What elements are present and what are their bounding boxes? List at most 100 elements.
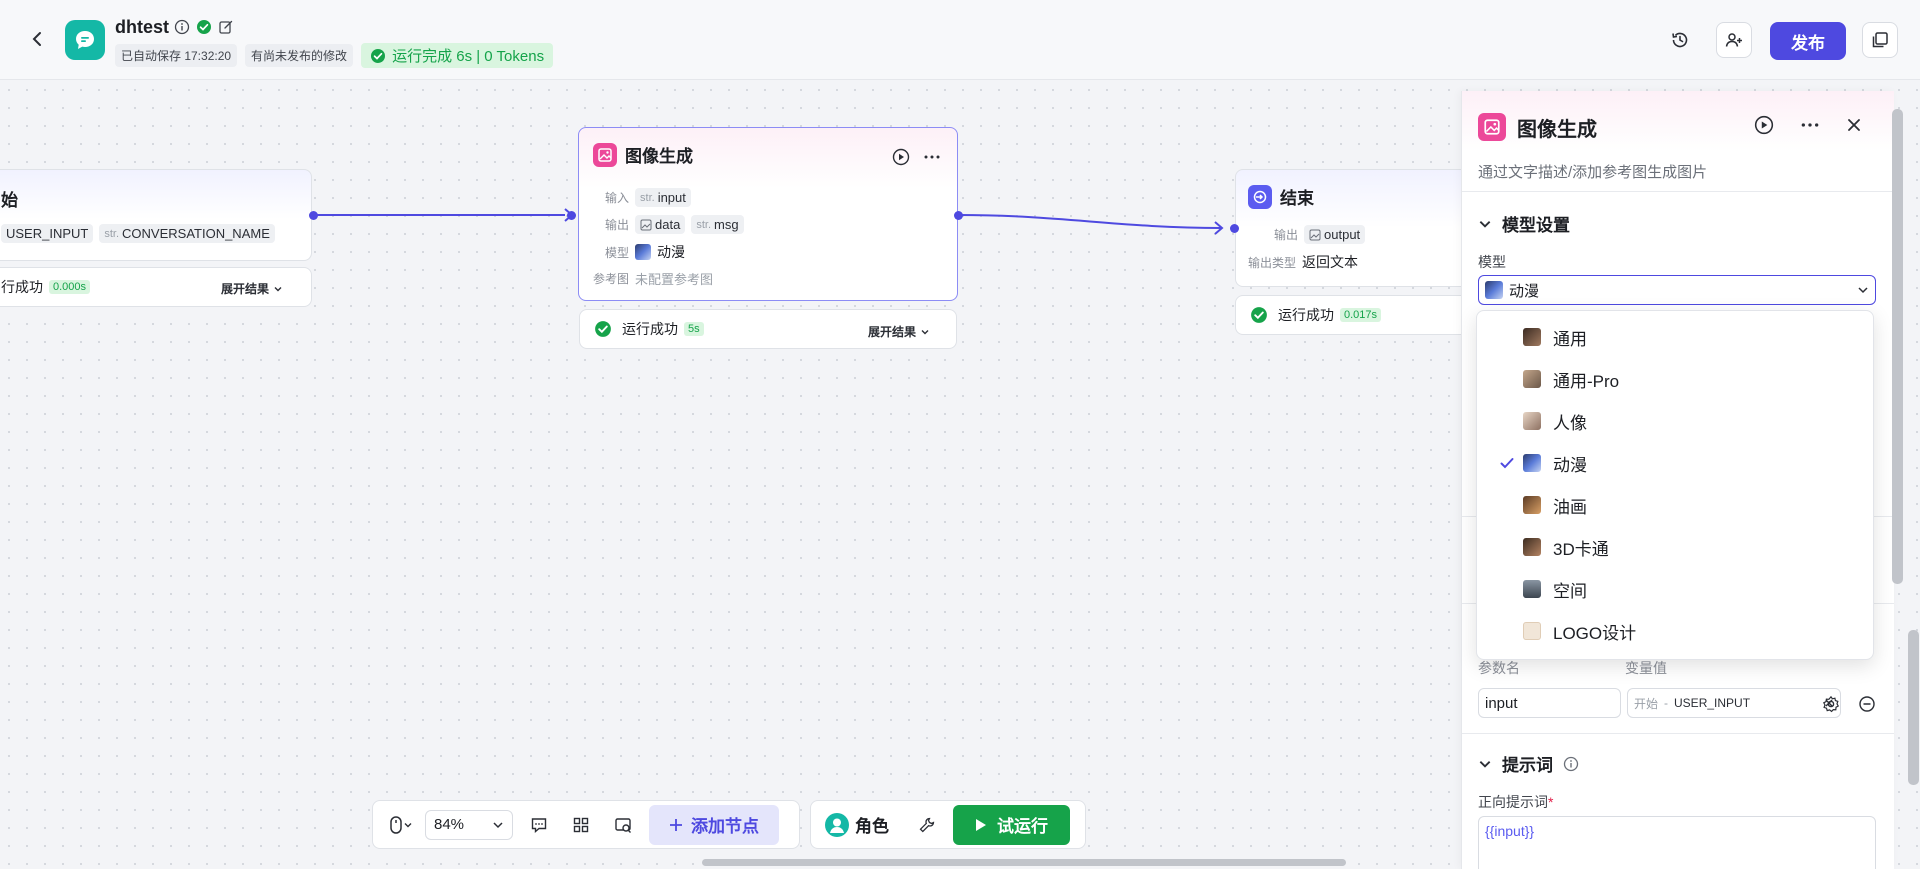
image-gen-duration-badge: 5s [684, 322, 704, 336]
trial-run-button[interactable]: 试运行 [953, 804, 1070, 845]
edit-icon[interactable] [218, 19, 234, 35]
add-node-button[interactable]: 添加节点 [649, 804, 779, 845]
option-label: 通用 [1553, 329, 1587, 349]
model-dropdown: 通用 通用-Pro 人像 动漫 油画 3D卡通 空间 LOGO设计 [1476, 310, 1874, 660]
horizontal-scrollbar[interactable] [702, 859, 1346, 866]
param-separator: - [1664, 696, 1669, 710]
start-expand-result[interactable]: 展开结果 [221, 280, 283, 297]
comment-button[interactable] [523, 809, 555, 841]
model-option-general[interactable]: 通用 [1477, 319, 1875, 355]
more-icon[interactable] [923, 148, 941, 166]
positive-prompt-editor[interactable]: {{input}} [1478, 816, 1876, 869]
chip-prefix: str. [640, 191, 655, 204]
divider [1462, 191, 1894, 192]
option-thumbnail [1523, 370, 1541, 388]
model-selected-value: 动漫 [1509, 282, 1540, 300]
image-gen-expand-result[interactable]: 展开结果 [868, 323, 930, 340]
user-input-chip-text: USER_INPUT [6, 226, 89, 241]
msg-chip: str.msg [691, 215, 744, 234]
success-check-icon [595, 321, 611, 337]
app-logo [65, 20, 105, 60]
model-option-anime[interactable]: 动漫 [1477, 445, 1875, 481]
panel-description: 通过文字描述/添加参考图生成图片 [1478, 164, 1708, 181]
history-button[interactable] [1662, 22, 1698, 58]
option-label: 油画 [1553, 497, 1587, 517]
positive-prompt-value: {{input}} [1485, 823, 1535, 839]
param-name-header: 参数名 [1478, 660, 1520, 676]
end-status-bar: 运行成功 0.017s [1235, 295, 1475, 335]
model-option-oil-painting[interactable]: 油画 [1477, 487, 1875, 523]
model-option-space[interactable]: 空间 [1477, 571, 1875, 607]
image-type-icon [640, 219, 652, 230]
title-icons [174, 19, 234, 35]
image-gen-input-port[interactable] [567, 211, 576, 220]
data-chip: data [635, 215, 686, 234]
gear-icon[interactable] [1822, 695, 1840, 713]
output-label: 输出 [1274, 228, 1299, 242]
model-option-general-pro[interactable]: 通用-Pro [1477, 361, 1875, 397]
page-vertical-scrollbar[interactable] [1908, 630, 1919, 785]
exit-icon [1248, 184, 1272, 209]
chip-prefix: str. [696, 218, 711, 231]
expand-label: 展开结果 [868, 325, 917, 339]
input-chip-text: input [657, 190, 686, 205]
run-node-icon[interactable] [892, 148, 910, 166]
info-icon[interactable] [1563, 756, 1579, 772]
close-icon[interactable] [1846, 117, 1862, 133]
collaborators-button[interactable] [1716, 22, 1752, 58]
prompt-section-header[interactable]: 提示词 [1478, 751, 1579, 776]
model-option-3d-cartoon[interactable]: 3D卡通 [1477, 529, 1875, 565]
end-status-text: 运行成功 [1278, 307, 1334, 323]
start-output-port[interactable] [309, 211, 318, 220]
image-gen-status-bar: 运行成功 5s 展开结果 [579, 309, 957, 349]
debug-tools-button[interactable] [911, 809, 943, 841]
chevron-down-icon [1858, 287, 1868, 294]
model-select[interactable]: 动漫 [1478, 275, 1876, 305]
wrench-icon [919, 817, 935, 832]
image-gen-node-header: 图像生成 [593, 142, 693, 167]
unpublished-tag: 有尚未发布的修改 [245, 44, 354, 67]
param-value-select[interactable]: 开始 - USER_INPUT [1627, 688, 1841, 718]
role-button[interactable]: 角色 [825, 812, 889, 837]
layout-button[interactable] [565, 809, 597, 841]
end-input-port[interactable] [1230, 224, 1239, 233]
autosave-tag: 已自动保存 17:32:20 [115, 44, 238, 67]
start-node[interactable]: 始 USER_INPUT str.CONVERSATION_NAME [0, 169, 312, 261]
publish-button[interactable]: 发布 [1770, 22, 1846, 60]
end-output-row: 输出 output [1274, 225, 1366, 244]
remove-icon[interactable] [1858, 695, 1876, 713]
model-label: 模型 [605, 245, 630, 260]
option-thumbnail [1523, 454, 1541, 472]
back-button[interactable] [26, 27, 50, 51]
app-name: dhtest [115, 17, 169, 37]
end-node-title: 结束 [1280, 189, 1314, 208]
option-thumbnail [1523, 622, 1541, 640]
copy-button[interactable] [1862, 22, 1898, 58]
run-node-icon[interactable] [1754, 115, 1774, 135]
pointer-mode-button[interactable] [381, 809, 421, 841]
zoom-select[interactable]: 84% [425, 809, 513, 840]
image-gen-input-row: 输入 str.input [605, 188, 691, 207]
image-gen-output-port[interactable] [954, 211, 963, 220]
conversation-name-chip: str.CONVERSATION_NAME [99, 224, 275, 243]
end-node[interactable]: 结束 输出 output 输出类型 返回文本 [1235, 169, 1475, 287]
param-name-input[interactable]: input [1478, 688, 1621, 718]
trial-run-label: 试运行 [997, 817, 1048, 836]
run-status-text: 运行完成 6s | 0 Tokens [392, 48, 545, 65]
image-icon [593, 142, 617, 167]
model-option-logo-design[interactable]: LOGO设计 [1477, 613, 1875, 649]
chip-prefix: str. [104, 227, 120, 240]
panel-header: 图像生成 [1462, 91, 1894, 151]
panel-vertical-scrollbar[interactable] [1892, 109, 1903, 584]
more-icon[interactable] [1800, 115, 1820, 135]
model-section-header[interactable]: 模型设置 [1478, 211, 1570, 236]
user-input-chip: USER_INPUT [1, 224, 94, 243]
output-type-label: 输出类型 [1248, 255, 1297, 270]
info-icon[interactable] [174, 19, 190, 35]
model-option-portrait[interactable]: 人像 [1477, 403, 1875, 439]
verified-check-icon [197, 20, 211, 34]
positive-prompt-label-text: 正向提示词 [1478, 794, 1548, 810]
minimap-button[interactable] [607, 809, 639, 841]
minimap-icon [615, 817, 631, 833]
image-gen-node[interactable]: 图像生成 输入 str.input 输出 data str.msg 模型 动漫 … [578, 127, 958, 301]
